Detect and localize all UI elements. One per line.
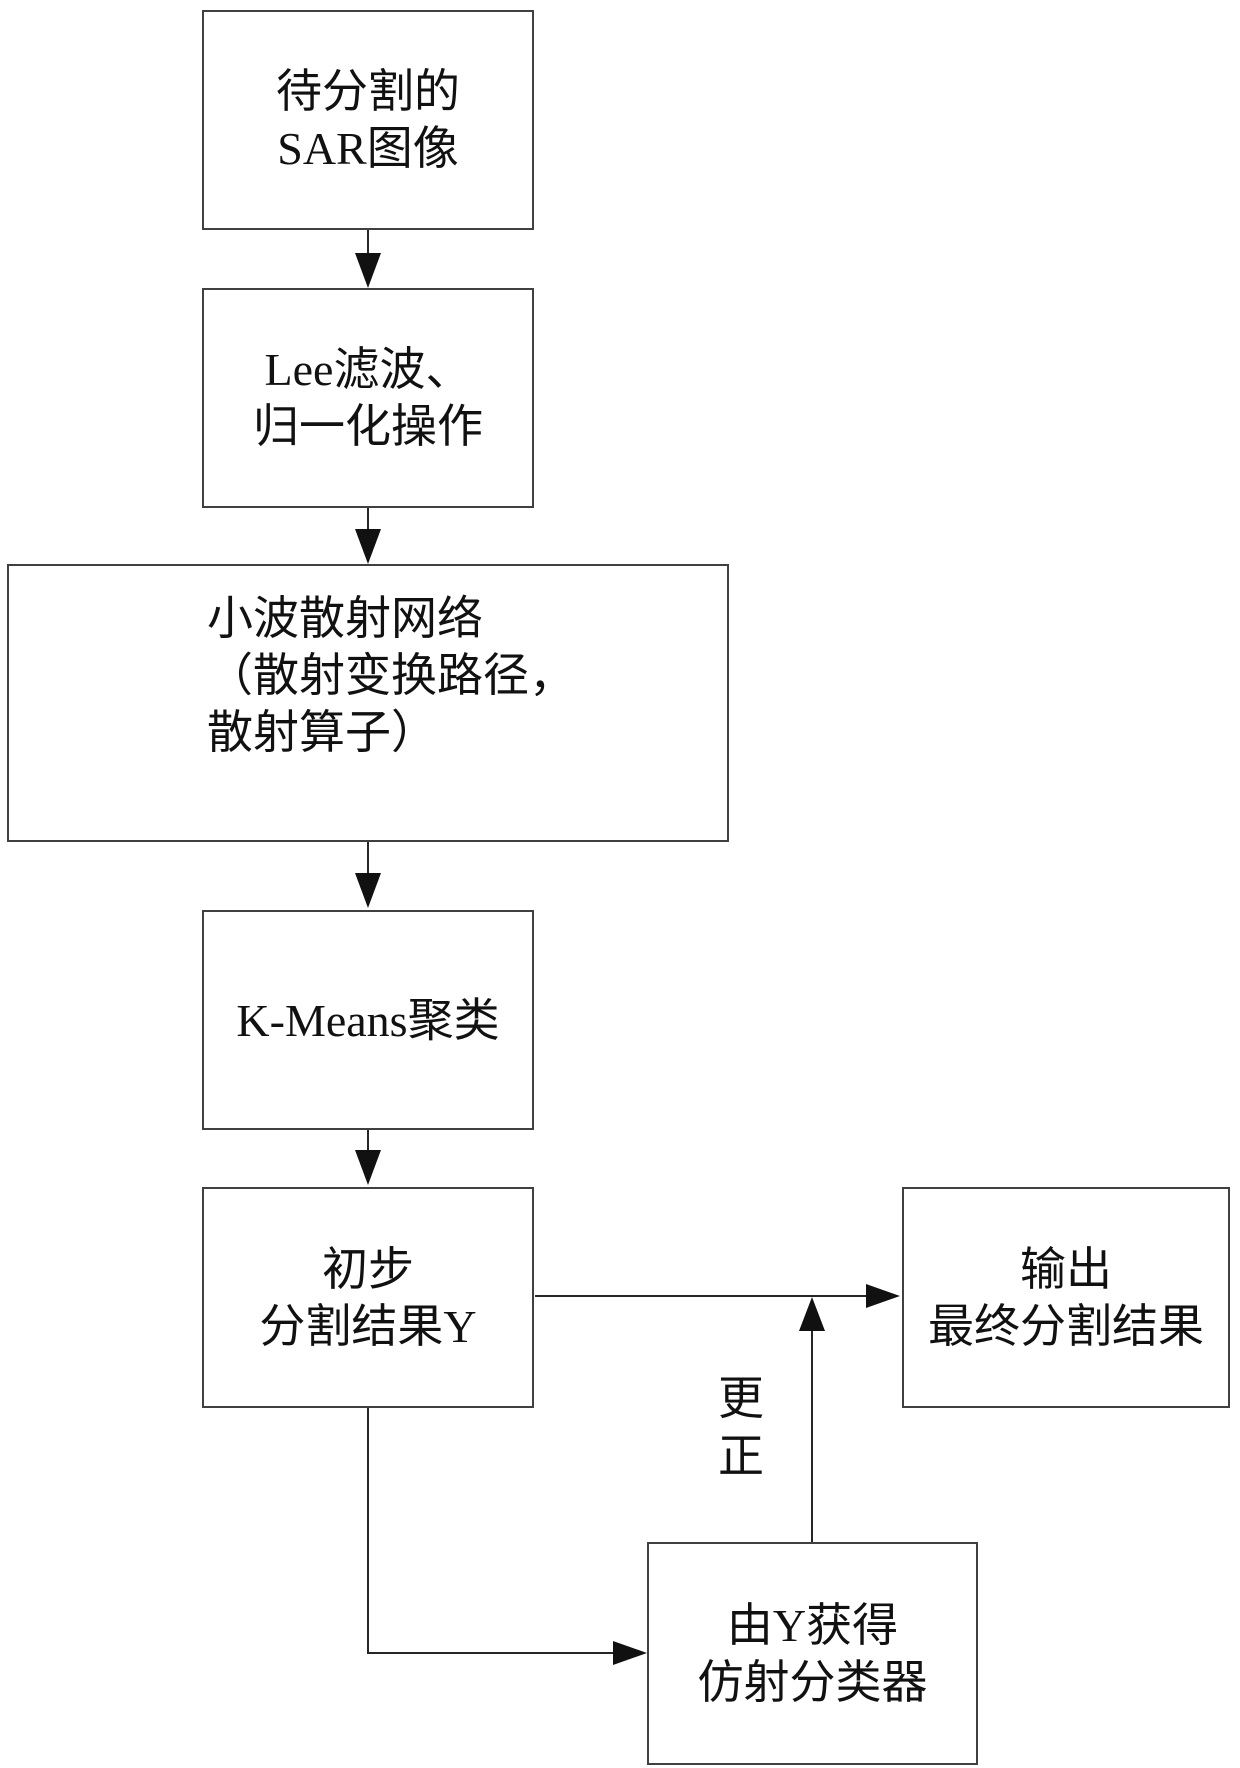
arrow-initial-to-affine-vertical-line xyxy=(367,1408,369,1654)
arrow-down-icon xyxy=(355,1150,381,1185)
node-sar-image-line1: 待分割的 xyxy=(276,66,460,117)
node-initial-result-line1: 初步 xyxy=(322,1243,414,1295)
node-kmeans: K-Means聚类 xyxy=(202,910,534,1130)
arrow-affine-to-junction-line xyxy=(811,1330,813,1542)
node-wavelet-scattering: 小波散射网络 （散射变换路径， 散射算子） xyxy=(7,564,729,842)
arrow-down-icon xyxy=(355,253,381,288)
node-sar-image-line2: SAR图像 xyxy=(277,123,459,174)
arrow-initial-to-affine-horizontal-line xyxy=(367,1652,615,1654)
node-lee-filter-line2: 归一化操作 xyxy=(253,401,483,452)
node-initial-result-line2: 分割结果Y xyxy=(259,1300,477,1352)
arrow-sar-to-lee-line xyxy=(367,230,369,255)
arrow-down-icon xyxy=(355,873,381,908)
node-affine-classifier-line1: 由Y获得 xyxy=(726,1599,899,1651)
node-wavelet-scattering-line3: 散射算子） xyxy=(207,707,437,758)
node-affine-classifier-line2: 仿射分类器 xyxy=(697,1656,928,1708)
arrow-kmeans-to-initial-line xyxy=(367,1130,369,1152)
node-initial-result: 初步 分割结果Y xyxy=(202,1187,534,1408)
node-final-output-line2: 最终分割结果 xyxy=(928,1300,1204,1352)
node-affine-classifier: 由Y获得 仿射分类器 xyxy=(647,1542,978,1765)
edge-label-correction: 更正 xyxy=(718,1373,764,1482)
node-final-output: 输出 最终分割结果 xyxy=(902,1187,1230,1408)
arrow-up-icon xyxy=(799,1297,825,1331)
node-kmeans-line1: K-Means聚类 xyxy=(236,994,500,1046)
arrow-right-icon xyxy=(866,1284,900,1308)
arrow-lee-to-wavelet-line xyxy=(367,508,369,531)
node-wavelet-scattering-line1: 小波散射网络 xyxy=(207,593,483,644)
node-lee-filter-line1: Lee滤波、 xyxy=(264,344,472,395)
arrow-right-icon xyxy=(613,1641,647,1665)
node-sar-image: 待分割的 SAR图像 xyxy=(202,10,534,230)
node-wavelet-scattering-line2: （散射变换路径， xyxy=(207,650,575,701)
arrow-wavelet-to-kmeans-line xyxy=(367,842,369,875)
arrow-down-icon xyxy=(355,529,381,564)
node-lee-filter: Lee滤波、 归一化操作 xyxy=(202,288,534,508)
node-final-output-line1: 输出 xyxy=(1020,1243,1112,1295)
arrow-initial-to-final-line xyxy=(535,1295,868,1297)
